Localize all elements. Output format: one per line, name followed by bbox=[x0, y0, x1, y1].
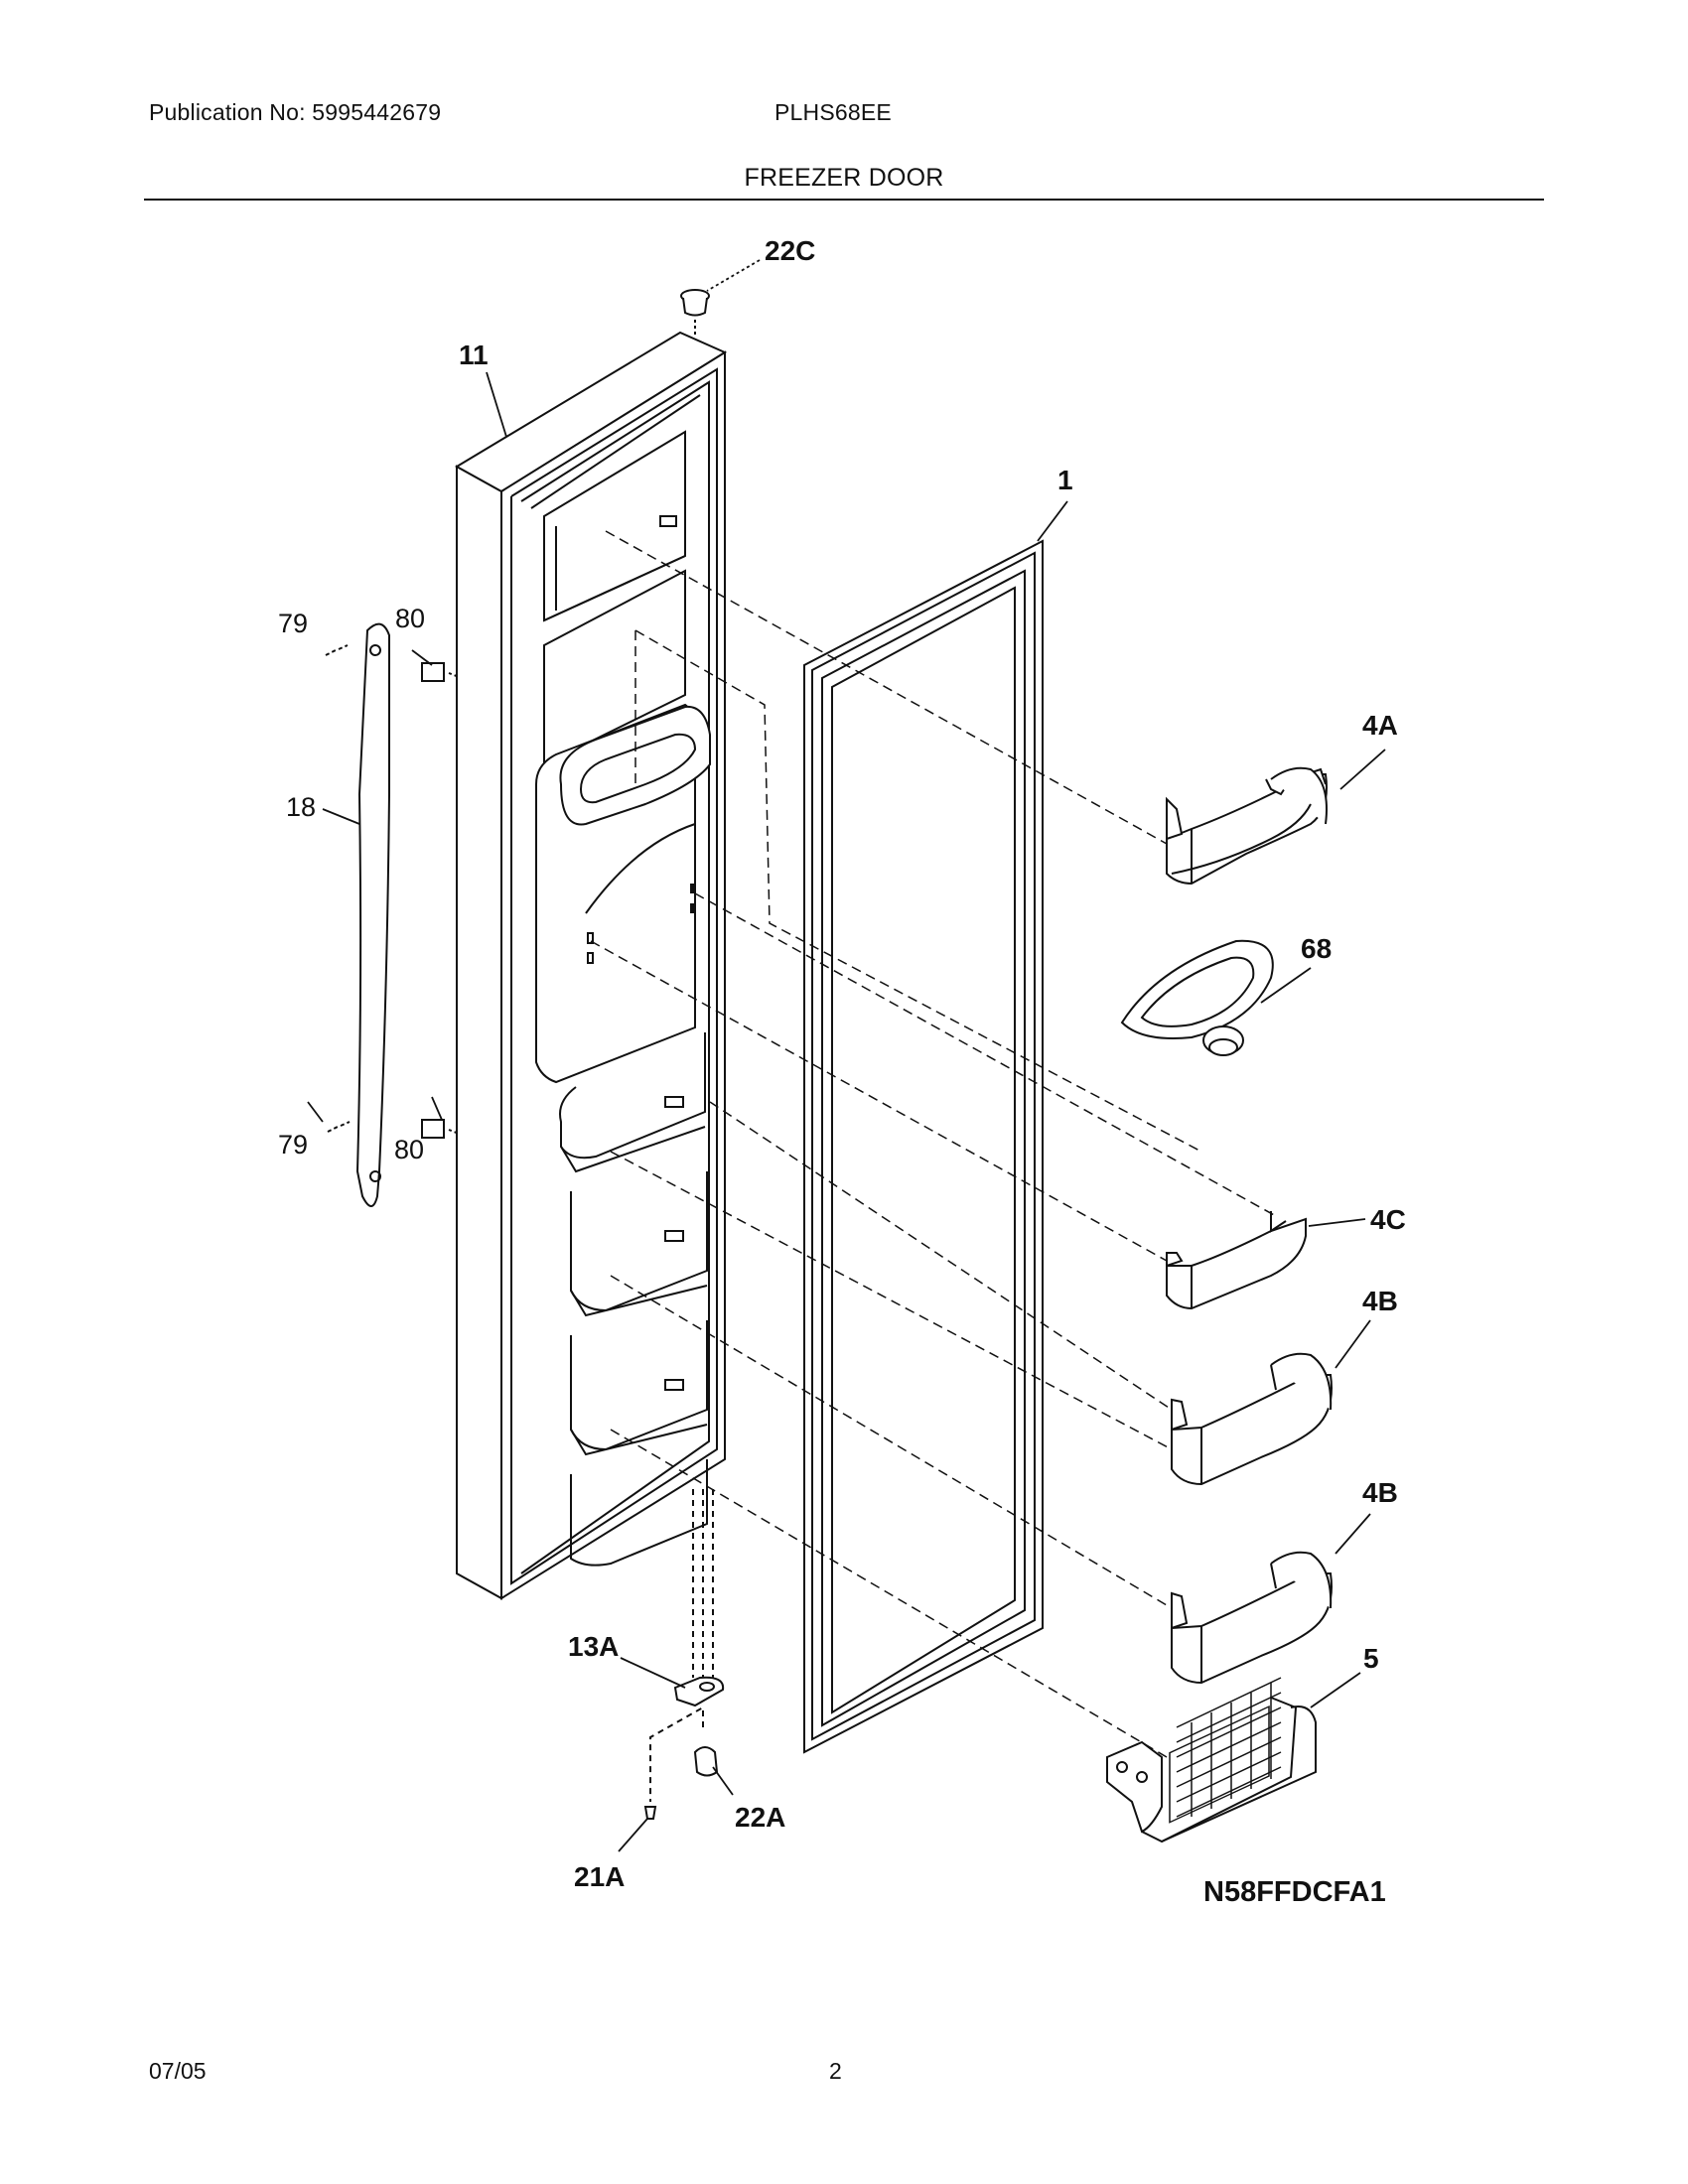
door-bin-4C bbox=[1166, 1211, 1307, 1310]
assembly-guide-lines bbox=[590, 530, 1277, 1758]
publication-date: 07/05 bbox=[149, 2058, 207, 2084]
callout-1: 1 bbox=[1057, 465, 1073, 495]
callout-labels: 22C 11 1 79 80 18 79 80 4A 68 4C 4B 4B 5… bbox=[278, 235, 1406, 1908]
door-bin-4A bbox=[1166, 766, 1328, 886]
callout-68: 68 bbox=[1301, 933, 1332, 964]
diagram-code: N58FFDCFA1 bbox=[1203, 1876, 1386, 1908]
callout-13A: 13A bbox=[568, 1631, 619, 1662]
door-handle bbox=[325, 622, 460, 1207]
callout-leaders bbox=[307, 259, 1386, 1852]
section-title: FREEZER DOOR bbox=[744, 164, 944, 192]
model-number: PLHS68EE bbox=[774, 99, 892, 125]
publication-number: Publication No: 5995442679 bbox=[149, 99, 442, 125]
freezer-door-panel bbox=[455, 331, 728, 1600]
callout-22A: 22A bbox=[735, 1802, 785, 1833]
bottom-hinge-assembly bbox=[643, 1489, 725, 1820]
top-hinge-bushing bbox=[680, 289, 710, 336]
door-bin-4B-upper bbox=[1171, 1352, 1333, 1486]
header-rule bbox=[144, 199, 1544, 201]
wire-basket-5 bbox=[1106, 1677, 1317, 1843]
callout-80-bottom: 80 bbox=[394, 1135, 424, 1164]
page-number: 2 bbox=[829, 2058, 842, 2084]
callout-18: 18 bbox=[286, 792, 316, 822]
callout-11: 11 bbox=[459, 340, 489, 370]
callout-79-top: 79 bbox=[278, 609, 308, 638]
dispenser-cup-68 bbox=[1120, 939, 1274, 1056]
callout-21A: 21A bbox=[574, 1861, 625, 1892]
callout-4A: 4A bbox=[1362, 710, 1398, 741]
callout-80-top: 80 bbox=[395, 604, 425, 633]
door-gasket bbox=[803, 539, 1044, 1754]
callout-4B-lower: 4B bbox=[1362, 1477, 1398, 1508]
callout-22C: 22C bbox=[765, 235, 815, 266]
door-bin-4B-lower bbox=[1171, 1551, 1333, 1685]
callout-79-bottom: 79 bbox=[278, 1130, 308, 1160]
callout-5: 5 bbox=[1363, 1643, 1379, 1674]
callout-4B-upper: 4B bbox=[1362, 1286, 1398, 1316]
callout-4C: 4C bbox=[1370, 1204, 1406, 1235]
